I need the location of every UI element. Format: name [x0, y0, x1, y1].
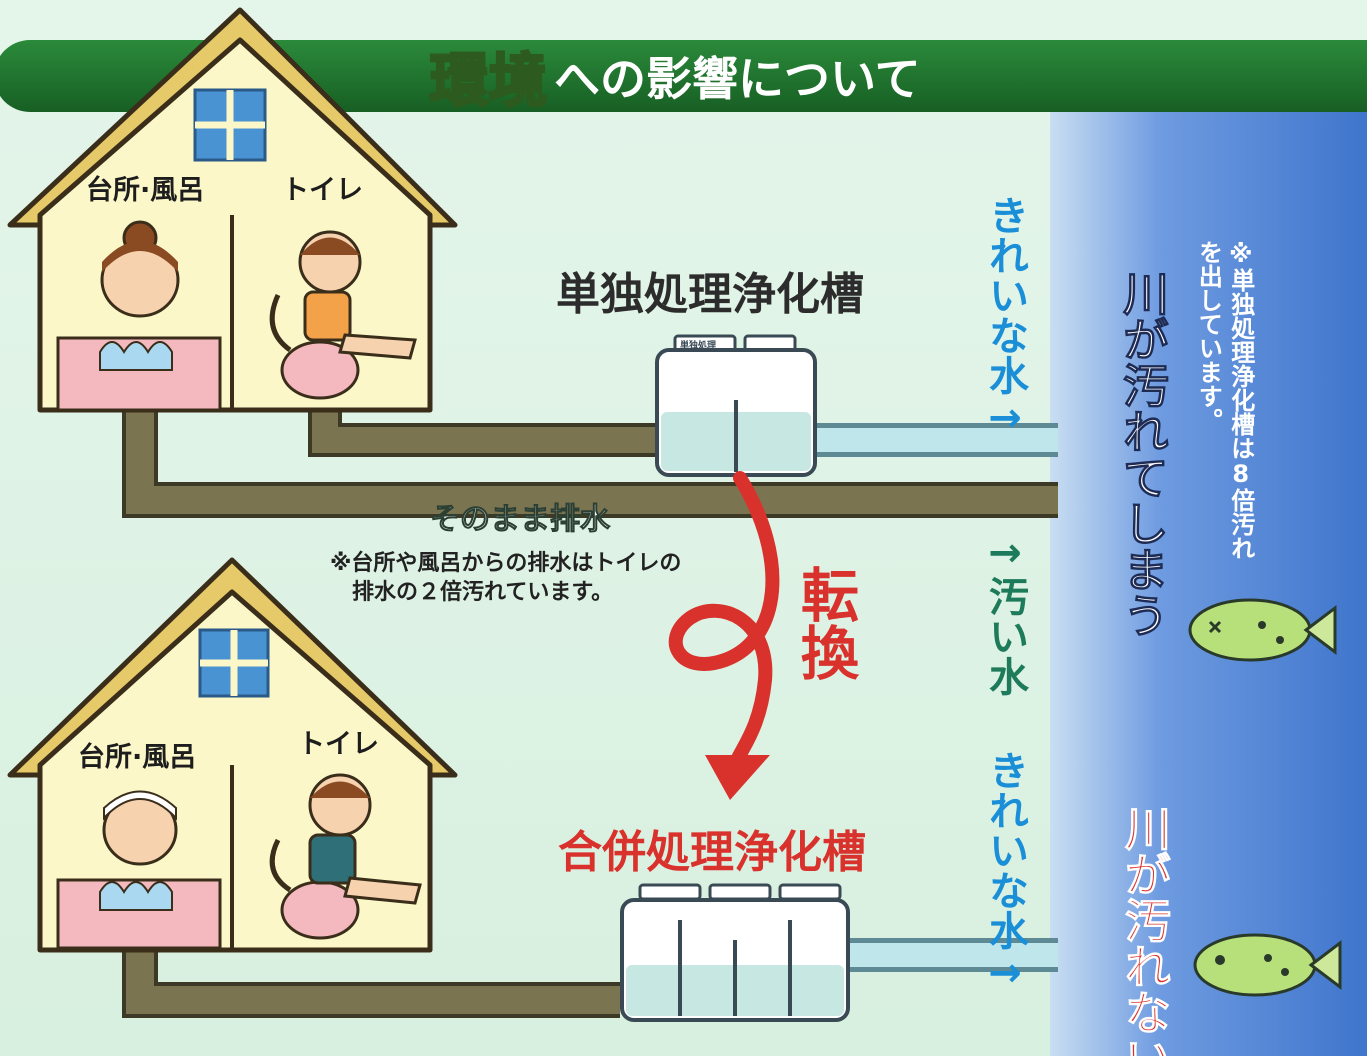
- window-icon: [193, 88, 267, 162]
- discharge-label: そのまま排水: [430, 502, 611, 538]
- switch-label: 転換: [791, 565, 859, 681]
- bottom-clean-water-label: きれいな水→: [982, 750, 1028, 996]
- window-icon: [198, 628, 270, 698]
- dirty-water-label: →汚い水: [982, 530, 1028, 696]
- bottom-house: [7, 557, 458, 953]
- bottom-toilet-label: トイレ: [298, 729, 379, 760]
- river-polluted-label: 川が汚れてしまう: [1116, 270, 1171, 639]
- bathing-boy-icon: [56, 790, 222, 950]
- top-pipes: [122, 400, 1058, 518]
- combined-treatment-tank: [620, 883, 850, 1022]
- river: [1050, 100, 1367, 1056]
- tank-plate: 単独処理: [680, 341, 717, 351]
- top-house: [7, 7, 458, 413]
- page-title: 環境 への影響について: [428, 36, 921, 117]
- title-highlight: 環境: [428, 46, 549, 117]
- switch-arrow: [668, 471, 780, 800]
- bottom-kitchen-bath-label: 台所·風呂: [78, 742, 197, 773]
- single-tank-label: 単独処理浄化槽: [556, 269, 864, 320]
- toilet-girl-icon: [269, 230, 417, 400]
- top-clean-water-label: きれいな水→: [982, 195, 1028, 441]
- top-kitchen-bath-label: 台所·風呂: [86, 175, 205, 206]
- toilet-boy-icon: [269, 773, 422, 940]
- drain-note: ※台所や風呂からの排水はトイレの 排水の２倍汚れています。: [330, 550, 681, 607]
- title-banner: [0, 40, 1367, 112]
- top-toilet-label: トイレ: [282, 175, 363, 206]
- sick-fish-icon: [1188, 598, 1337, 662]
- river-clean-label: 川が汚れない: [1118, 805, 1173, 1056]
- combined-tank-label: 合併処理浄化槽: [558, 827, 866, 878]
- river-note: ※単独処理浄化槽は8倍汚れを出しています。: [1194, 240, 1255, 560]
- bathing-woman-icon: [56, 220, 222, 412]
- healthy-fish-icon: [1193, 933, 1342, 997]
- drain-note-line-2: 排水の２倍汚れています。: [352, 579, 614, 605]
- bottom-pipes: [122, 938, 1058, 1018]
- drain-note-line-1: ※台所や風呂からの排水はトイレの: [330, 551, 682, 576]
- single-treatment-tank: [655, 334, 817, 477]
- title-rest: への影響について: [554, 52, 921, 106]
